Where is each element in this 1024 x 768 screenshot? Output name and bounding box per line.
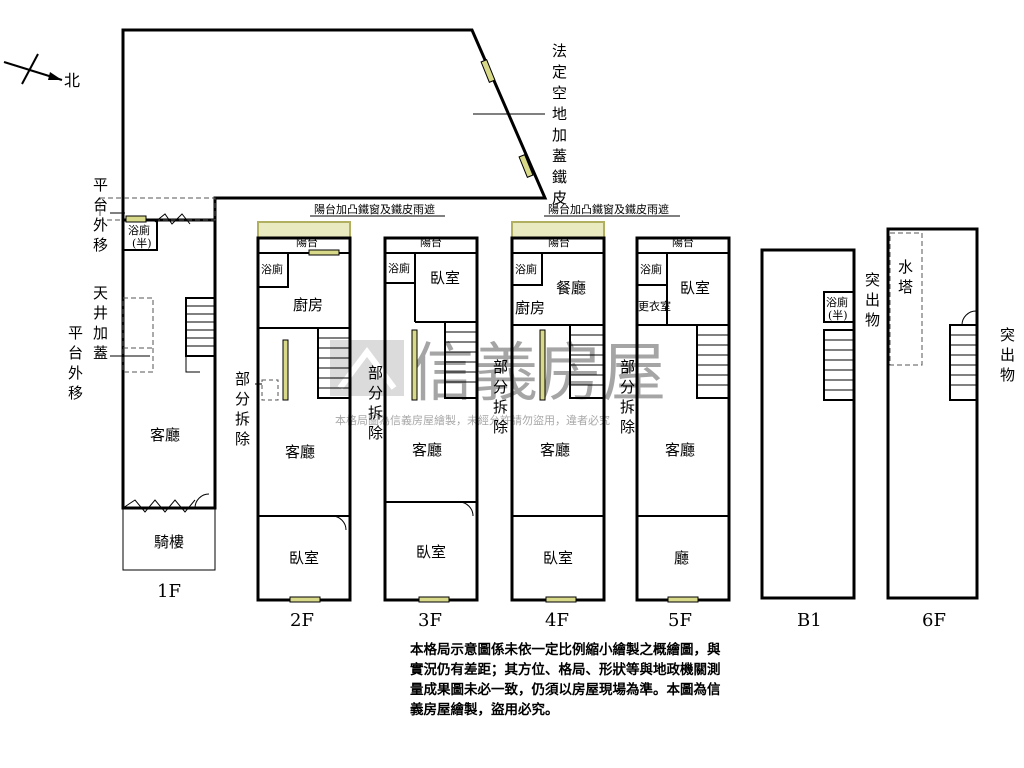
label-partial-removal-4f: 部分拆除 xyxy=(493,358,508,436)
floor-b1: 浴廁 (半) B1 xyxy=(760,248,856,631)
f3-bedroom: 臥室 xyxy=(416,543,446,561)
b1-bath: 浴廁 xyxy=(826,295,848,309)
f4-bedroom: 臥室 xyxy=(543,549,573,567)
f3-balcony: 陽台 xyxy=(420,235,442,249)
north-label: 北 xyxy=(64,71,80,90)
label-partial-removal-3f: 部分拆除 xyxy=(368,364,383,442)
label-platform-moved-1: 平台外移 xyxy=(93,176,108,254)
label-skylight-roofed: 天井加蓋 xyxy=(93,284,108,362)
f4-kitchen: 廚房 xyxy=(515,299,545,317)
floor-6f: 6F xyxy=(886,227,979,631)
f5-living: 客廳 xyxy=(665,441,695,459)
f3-bath: 浴廁 xyxy=(388,261,410,275)
floor-4f: 陽台 浴廁 餐廳 廚房 客廳 臥室 4F xyxy=(510,221,606,631)
f4-balcony: 陽台 xyxy=(548,235,570,249)
label-partial-removal-2f: 部分拆除 xyxy=(235,370,250,448)
floor-5f: 陽台 浴廁 臥室 更衣室 客廳 廳 5F xyxy=(635,235,731,631)
f2-bath: 浴廁 xyxy=(261,262,283,276)
label-partial-removal-5f: 部分拆除 xyxy=(620,358,635,436)
f4-dining: 餐廳 xyxy=(556,279,586,297)
vertical-labels: 法定空地加蓋鐵皮平台外移天井加蓋平台外移部分拆除部分拆除部分拆除部分拆除突出物突… xyxy=(68,42,1015,448)
f2-living: 客廳 xyxy=(285,443,315,461)
f1-arcade-outline xyxy=(122,507,216,571)
f3-living: 客廳 xyxy=(412,441,442,459)
b1-floor-label: B1 xyxy=(797,610,822,631)
f1-arcade: 騎樓 xyxy=(154,533,184,551)
f5-bedroom-top: 臥室 xyxy=(680,279,710,297)
label-legal-open-space: 法定空地加蓋鐵皮 xyxy=(552,42,567,207)
label-rooftop-protrusion-b1: 突出物 xyxy=(865,271,880,329)
f4-bath: 浴廁 xyxy=(515,262,537,276)
f5-floor-label: 5F xyxy=(668,610,692,631)
f5-bath: 浴廁 xyxy=(640,262,662,276)
floor-1f: 浴廁 (半) 客廳 騎樓 1F xyxy=(99,28,548,602)
f3-floor-label: 3F xyxy=(418,610,442,631)
legal-open-space-outline xyxy=(121,28,548,222)
f2-kitchen: 廚房 xyxy=(293,296,323,314)
f2-floor-label: 2F xyxy=(290,610,314,631)
label-platform-moved-2: 平台外移 xyxy=(68,324,83,402)
north-arrowhead-icon xyxy=(48,72,62,80)
balcony-extension-right: 陽台加凸鐵窗及鐵皮雨遮 xyxy=(548,202,669,216)
b1-bath-half: (半) xyxy=(828,308,848,322)
f2-balcony: 陽台 xyxy=(296,235,318,249)
f3-bedroom-top: 臥室 xyxy=(430,269,460,287)
balcony-extension-left: 陽台加凸鐵窗及鐵皮雨遮 xyxy=(314,202,435,216)
f5-closet: 更衣室 xyxy=(638,299,671,313)
watermark: 信義房屋 本格局圖為信義房屋繪製，未經允許請勿盜用，違者必究 xyxy=(330,337,666,427)
f1-floor-label: 1F xyxy=(157,581,181,602)
f1-bath: 浴廁 xyxy=(128,223,150,237)
f1-bath-half: (半) xyxy=(132,236,152,250)
floor-2f: 陽台 浴廁 廚房 客廳 臥室 2F xyxy=(256,221,352,631)
f5-hall: 廳 xyxy=(674,549,689,567)
f1-living: 客廳 xyxy=(150,426,180,444)
watermark-notice: 本格局圖為信義房屋繪製，未經允許請勿盜用，違者必究 xyxy=(335,413,610,427)
f4-floor-label: 4F xyxy=(545,610,569,631)
compass: 北 xyxy=(3,53,80,90)
f4-living: 客廳 xyxy=(540,441,570,459)
f6-water-tower: 水塔 xyxy=(898,258,913,296)
f6-floor-label: 6F xyxy=(922,610,946,631)
floor-3f: 陽台 浴廁 臥室 客廳 臥室 3F xyxy=(383,235,479,631)
disclaimer-note: 本格局示意圖係未依一定比例縮小繪製之概繪圖，與實況仍有差距；其方位、格局、形狀等… xyxy=(410,642,721,718)
f2-bedroom: 臥室 xyxy=(289,549,319,567)
f5-balcony: 陽台 xyxy=(672,235,694,249)
label-rooftop-protrusion-6f: 突出物 xyxy=(1000,326,1015,384)
